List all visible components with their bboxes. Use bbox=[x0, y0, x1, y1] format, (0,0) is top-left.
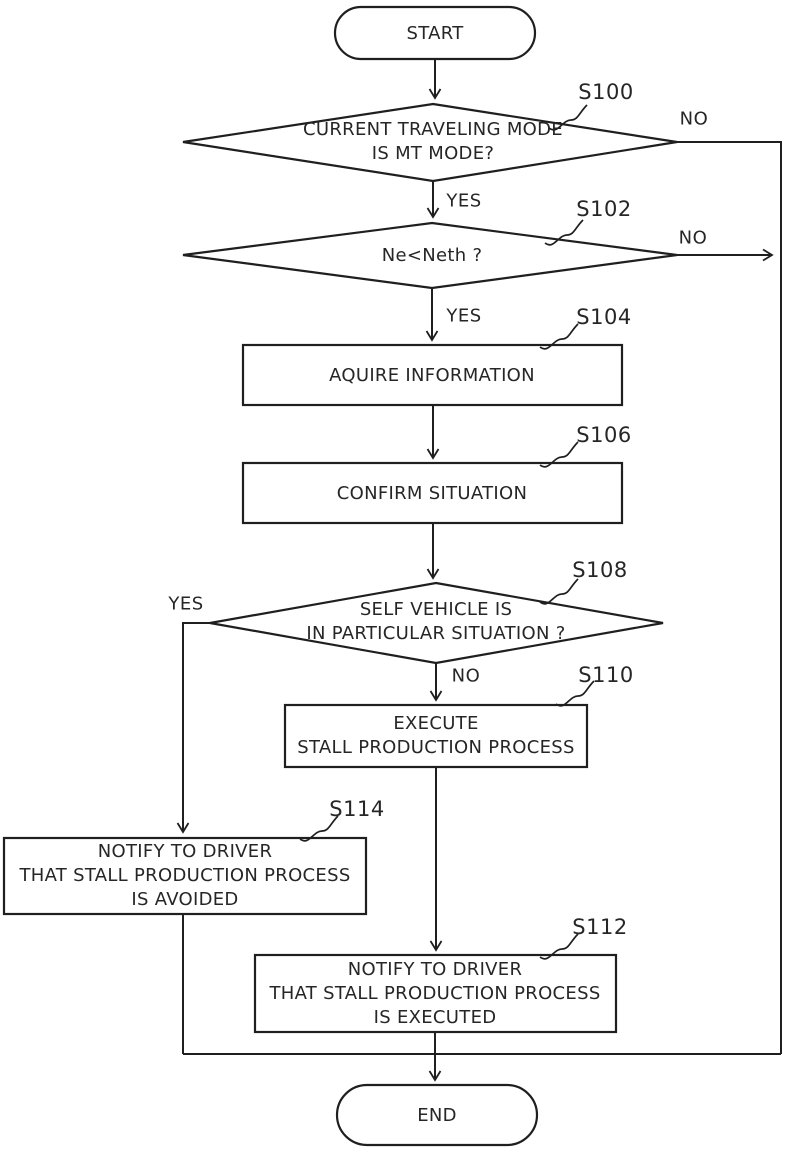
s108-text-line1: SELF VEHICLE IS bbox=[359, 599, 513, 620]
s112-step-label: S112 bbox=[572, 915, 628, 939]
s112-process-text: NOTIFY TO DRIVER THAT STALL PRODUCTION P… bbox=[269, 958, 600, 1030]
s114-leader-squiggle bbox=[299, 815, 339, 842]
s102-leader-squiggle bbox=[544, 219, 584, 246]
s104-process-text: AQUIRE INFORMATION bbox=[329, 365, 535, 386]
s102-decision-text: Ne<Neth ? bbox=[381, 245, 483, 266]
s108-no-label: NO bbox=[451, 665, 481, 687]
s110-process-shape bbox=[283, 703, 589, 769]
s106-process-shape bbox=[241, 461, 624, 525]
s102-decision-shape bbox=[182, 221, 678, 290]
s112-text-line3: IS EXECUTED bbox=[373, 1007, 497, 1028]
s100-yes-label: YES bbox=[446, 190, 482, 212]
s112-process-shape bbox=[253, 953, 618, 1034]
s100-decision-shape bbox=[182, 102, 678, 183]
s114-step-label: S114 bbox=[329, 797, 385, 821]
s108-leader-squiggle bbox=[539, 578, 579, 605]
s102-step-label: S102 bbox=[576, 197, 632, 221]
s112-leader-squiggle bbox=[539, 933, 579, 960]
s100-step-label: S100 bbox=[578, 80, 634, 104]
s108-text-line2: IN PARTICULAR SITUATION ? bbox=[306, 623, 566, 644]
s110-text-line2: STALL PRODUCTION PROCESS bbox=[297, 737, 575, 758]
s102-no-label: NO bbox=[678, 227, 708, 249]
end-terminator-shape bbox=[335, 1083, 539, 1147]
line-s100-no-right-rail bbox=[677, 141, 782, 1054]
s110-step-label: S110 bbox=[578, 663, 634, 687]
s100-text-line1: CURRENT TRAVELING MODE bbox=[303, 119, 563, 140]
s104-leader-squiggle bbox=[539, 323, 579, 350]
s112-text-line1: NOTIFY TO DRIVER bbox=[347, 959, 523, 980]
s100-text-line2: IS MT MODE? bbox=[371, 143, 495, 164]
s114-text-line2: THAT STALL PRODUCTION PROCESS bbox=[19, 865, 351, 886]
s108-step-label: S108 bbox=[572, 558, 628, 582]
s114-process-shape bbox=[2, 836, 368, 916]
start-terminator-shape bbox=[333, 5, 537, 61]
s110-text-line1: EXECUTE bbox=[393, 713, 479, 734]
s112-text-line2: THAT STALL PRODUCTION PROCESS bbox=[269, 983, 601, 1004]
s108-decision-text: SELF VEHICLE IS IN PARTICULAR SITUATION … bbox=[306, 598, 565, 646]
s106-step-label: S106 bbox=[576, 423, 632, 447]
s102-yes-label: YES bbox=[446, 305, 482, 327]
s104-process-shape bbox=[241, 343, 624, 407]
s110-leader-squiggle bbox=[555, 680, 595, 707]
s114-text-line3: IS AVOIDED bbox=[131, 889, 239, 910]
s108-decision-shape bbox=[209, 581, 664, 665]
s100-decision-text: CURRENT TRAVELING MODE IS MT MODE? bbox=[303, 118, 563, 166]
s114-text-line1: NOTIFY TO DRIVER bbox=[97, 841, 273, 862]
s100-no-label: NO bbox=[679, 108, 709, 130]
s100-leader-squiggle bbox=[548, 104, 588, 131]
arrow-s108-yes-to-s114 bbox=[176, 622, 210, 834]
start-label: START bbox=[406, 23, 464, 44]
s106-leader-squiggle bbox=[539, 441, 579, 468]
s104-step-label: S104 bbox=[576, 305, 632, 329]
s108-yes-label: YES bbox=[168, 593, 204, 615]
s106-process-text: CONFIRM SITUATION bbox=[336, 483, 528, 504]
s114-process-text: NOTIFY TO DRIVER THAT STALL PRODUCTION P… bbox=[19, 840, 350, 912]
s110-process-text: EXECUTE STALL PRODUCTION PROCESS bbox=[297, 712, 574, 760]
end-label: END bbox=[417, 1105, 457, 1126]
